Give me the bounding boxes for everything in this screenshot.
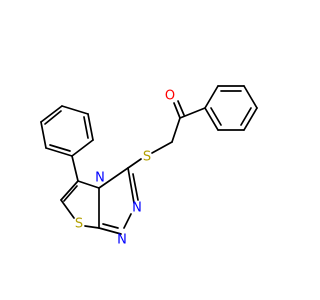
sulfur-atom-label-thioether: S: [143, 150, 151, 165]
bond-carbonyl-oxygen: [173, 102, 181, 119]
nitrogen-atom-label-upper: N: [132, 201, 142, 216]
oxygen-atom-label: O: [165, 89, 175, 104]
bond-carbonyl-oxygen-double: [177, 100, 185, 116]
thiazole-ring: [60, 180, 100, 229]
triazole-ring: [98, 167, 139, 235]
sulfur-atom-label-thiazole: S: [75, 217, 83, 232]
bond-thiazole-phenyl: [71, 155, 79, 182]
nitrogen-atom-label-lower: N: [117, 233, 127, 248]
nitrogen-atom-label-bridgehead: N: [95, 171, 105, 186]
molecule-structure: O S S N N N: [40, 85, 258, 248]
bond-carbonyl-methylene: [171, 117, 181, 143]
bond-carbonyl-phenyl: [179, 107, 206, 119]
phenyl-ring-top-left: [40, 105, 94, 157]
phenyl-ring-top-right: [204, 85, 258, 131]
bond-sulfur-triazole: [127, 158, 142, 169]
bond-methylene-sulfur: [151, 141, 173, 154]
